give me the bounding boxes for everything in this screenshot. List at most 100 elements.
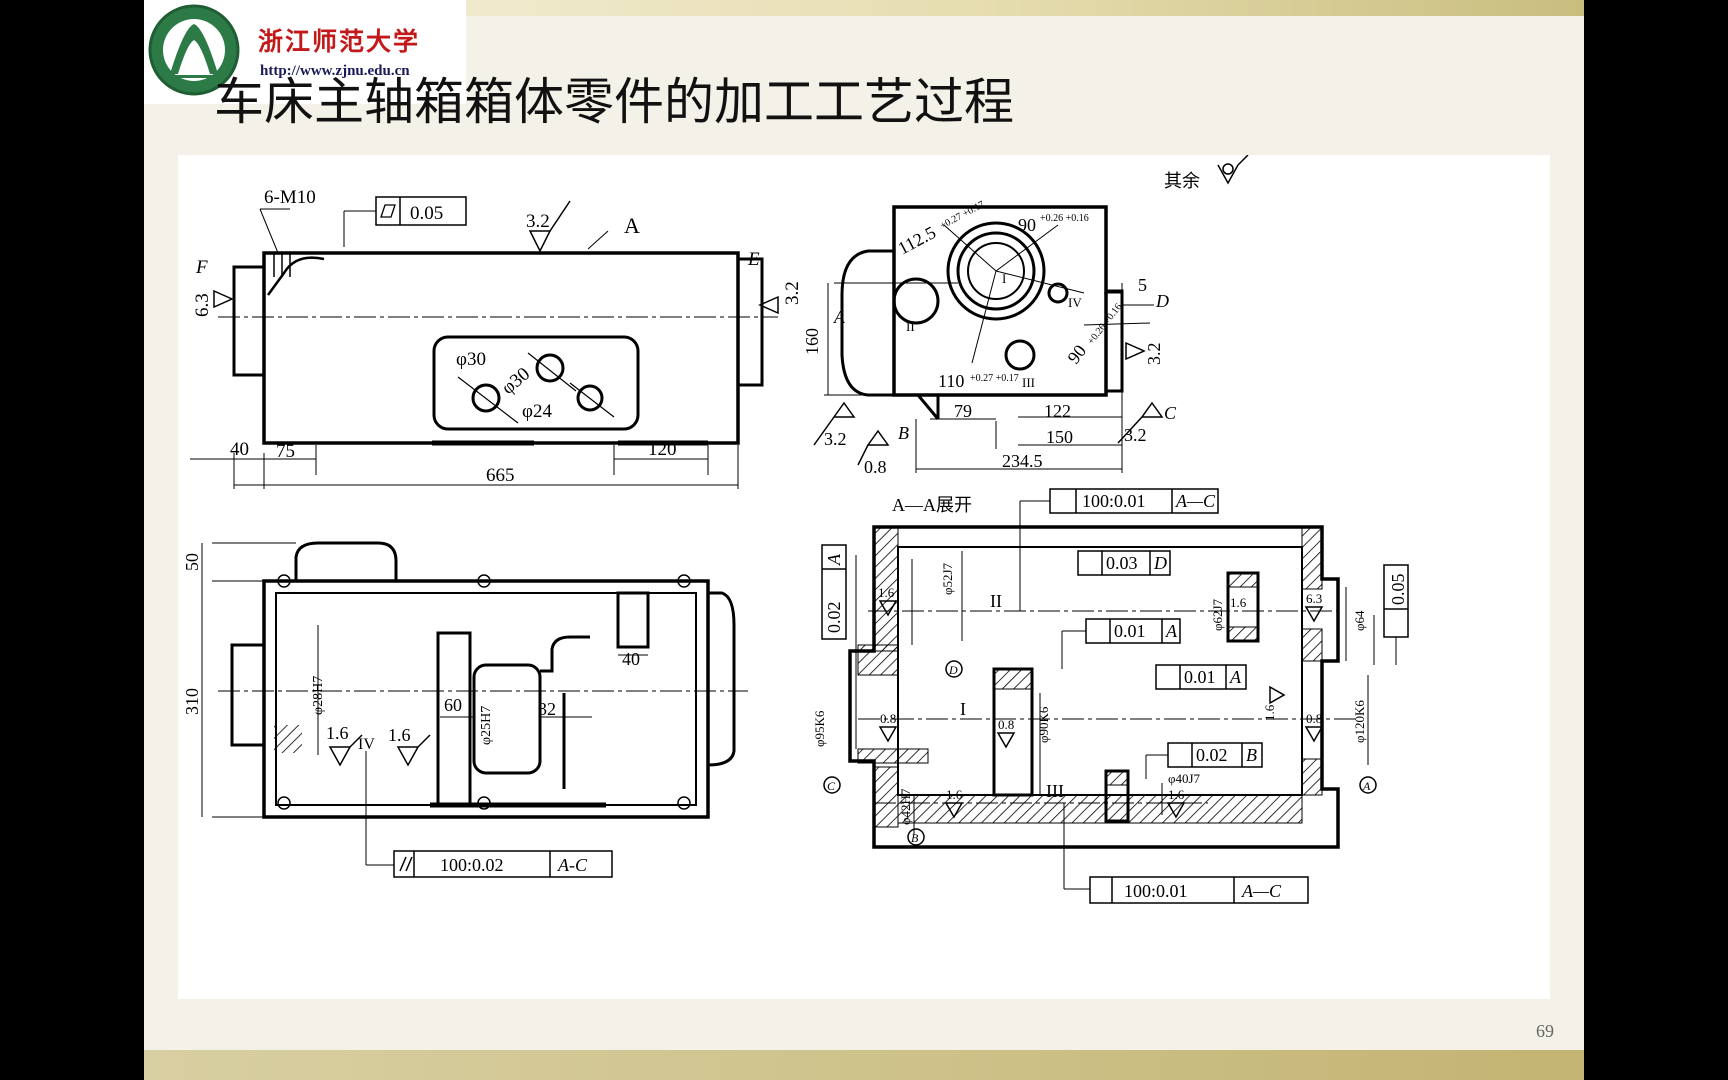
roughness-section-16c: 1.6 — [1262, 704, 1277, 721]
datum-a-marker: A — [1362, 779, 1371, 793]
dim-79: 79 — [954, 401, 972, 421]
roughness-section-08a: 0.8 — [880, 711, 896, 726]
roughness-side-a: 3.2 — [824, 429, 847, 449]
bore-d90k6: φ90K6 — [1036, 706, 1051, 743]
bottom-parallel-tolerance: 100:0.01 — [1124, 881, 1188, 901]
section-label: A—A展开 — [892, 495, 972, 515]
datum-b-marker: B — [911, 831, 919, 845]
drawing-canvas: 6-M10 0.05 3.2 A F E 6.3 3.2 φ30 φ30 φ24… — [182, 154, 1409, 904]
section-view — [821, 488, 1409, 904]
side-label-c: C — [1164, 403, 1177, 423]
roughness-right: 3.2 — [782, 281, 803, 305]
bottom-view — [201, 541, 748, 878]
runout-02: 0.02 — [1196, 745, 1228, 765]
page-number: 69 — [1536, 1021, 1554, 1041]
roughness-side-d: 3.2 — [1144, 343, 1164, 366]
runout-03-ref: D — [1153, 553, 1167, 573]
runout-left: 0.02 — [824, 602, 844, 634]
runout-01: 0.01 — [1114, 621, 1146, 641]
runout-01-ref: A — [1165, 621, 1178, 641]
university-logo: 浙江师范大学 http://www.zjnu.edu.cn — [144, 0, 466, 104]
bore-d42h7: φ42H7 — [898, 788, 913, 825]
runout-03: 0.03 — [1106, 553, 1138, 573]
dim-160: 160 — [802, 328, 822, 355]
hole-II-label: II — [906, 319, 915, 334]
hole-25h7: φ25H7 — [479, 706, 494, 745]
roughness-bottom-2: 1.6 — [388, 725, 411, 745]
side-label-a: A — [833, 307, 846, 327]
side-label-b: B — [898, 423, 909, 443]
dim-150: 150 — [1046, 427, 1073, 447]
hole-d30-b: φ30 — [498, 363, 534, 398]
dim-40: 40 — [230, 439, 249, 460]
bottom-view-labels: 50 310 φ28H7 φ25H7 60 32 40 1.6 1.6 IV 1… — [182, 553, 640, 875]
roughness-section-08c: 0.8 — [1306, 711, 1322, 726]
bore-d95k6: φ95K6 — [812, 710, 827, 747]
engineering-drawing: 6-M10 0.05 3.2 A F E 6.3 3.2 φ30 φ30 φ24… — [178, 154, 1550, 999]
top-parallel-tolerance: 100:0.01 — [1082, 491, 1146, 511]
datum-a-label: A — [624, 213, 640, 238]
thread-callout: 6-M10 — [264, 187, 316, 208]
dim-110-tol: +0.27 +0.17 — [970, 373, 1019, 384]
university-seal-icon — [148, 4, 240, 96]
label-e: E — [747, 249, 760, 270]
hole-d30-a: φ30 — [456, 349, 486, 370]
axis-I-label: I — [960, 699, 966, 719]
parallel-tolerance: 100:0.02 — [440, 855, 504, 875]
axis-III-label: III — [1046, 781, 1064, 801]
hole-IV-label: IV — [1068, 295, 1082, 310]
roughness-section-16b: 1.6 — [1230, 595, 1247, 610]
front-view — [190, 196, 779, 489]
section-view-labels: A—A展开 100:0.01 A—C 100:0.01 A—C 0.02 A 0… — [812, 491, 1408, 901]
dim-120: 120 — [648, 439, 677, 460]
datum-d-marker: D — [948, 663, 958, 677]
other-surfaces-label: 其余 — [1164, 171, 1200, 191]
roughness-top: 3.2 — [526, 211, 550, 232]
runout-left-ref: A — [824, 553, 844, 566]
dim-234-5: 234.5 — [1002, 451, 1043, 471]
angle-90-right: 90 — [1063, 341, 1090, 367]
roughness-side-c: 3.2 — [1124, 425, 1147, 445]
bore-d120k6: φ120K6 — [1352, 700, 1367, 743]
axis-II-label: II — [990, 591, 1002, 611]
bottom-parallel-reference: A—C — [1241, 881, 1282, 901]
page-title: 车床主轴箱箱体零件的加工工艺过程 — [214, 73, 1014, 131]
roughness-section-08b: 0.8 — [998, 717, 1014, 732]
dim-310: 310 — [182, 688, 202, 715]
roughness-section-16a: 1.6 — [878, 585, 895, 600]
hole-III-label: III — [1022, 375, 1035, 390]
bore-d64: φ64 — [1352, 610, 1367, 631]
angle-112-5: 112.5 — [894, 222, 939, 258]
roughness-left: 6.3 — [192, 293, 213, 317]
bore-d62j7: φ62J7 — [1210, 598, 1225, 631]
dim-50: 50 — [182, 553, 202, 571]
roughness-section-16d: 1.6 — [946, 787, 963, 802]
dim-665: 665 — [486, 465, 515, 486]
hole-28h7: φ28H7 — [311, 676, 326, 715]
coaxiality-05: 0.05 — [1388, 574, 1408, 606]
angle-90-top-tol: +0.26 +0.16 — [1040, 213, 1089, 224]
side-label-d: D — [1155, 291, 1169, 311]
hole-IV-bottom: IV — [358, 736, 375, 753]
side-view — [813, 154, 1249, 473]
dim-5: 5 — [1138, 275, 1147, 295]
dim-122: 122 — [1044, 401, 1071, 421]
runout-02-ref: B — [1246, 745, 1257, 765]
bore-d40j7: φ40J7 — [1168, 771, 1201, 786]
hole-d24: φ24 — [522, 401, 552, 422]
top-decor-band — [144, 0, 1584, 16]
slide: 浙江师范大学 http://www.zjnu.edu.cn 车床主轴箱箱体零件的… — [144, 0, 1584, 1080]
bottom-decor-band — [144, 1050, 1584, 1080]
flatness-tolerance: 0.05 — [410, 203, 443, 224]
dim-75: 75 — [276, 441, 295, 462]
top-parallel-reference: A—C — [1175, 491, 1216, 511]
university-url[interactable]: http://www.zjnu.edu.cn — [260, 63, 410, 79]
dim-40-bottom: 40 — [622, 649, 640, 669]
datum-c-marker: C — [827, 779, 836, 793]
side-view-labels: 其余 112.5 +0.27 +0.17 90 +0.26 +0.16 90 +… — [802, 171, 1200, 477]
perpendicularity-01-ref: A — [1229, 667, 1242, 687]
dim-110: 110 — [938, 371, 964, 391]
roughness-side-b: 0.8 — [864, 457, 887, 477]
hole-I-label: I — [1002, 271, 1006, 286]
parallel-reference: A-C — [557, 855, 588, 875]
